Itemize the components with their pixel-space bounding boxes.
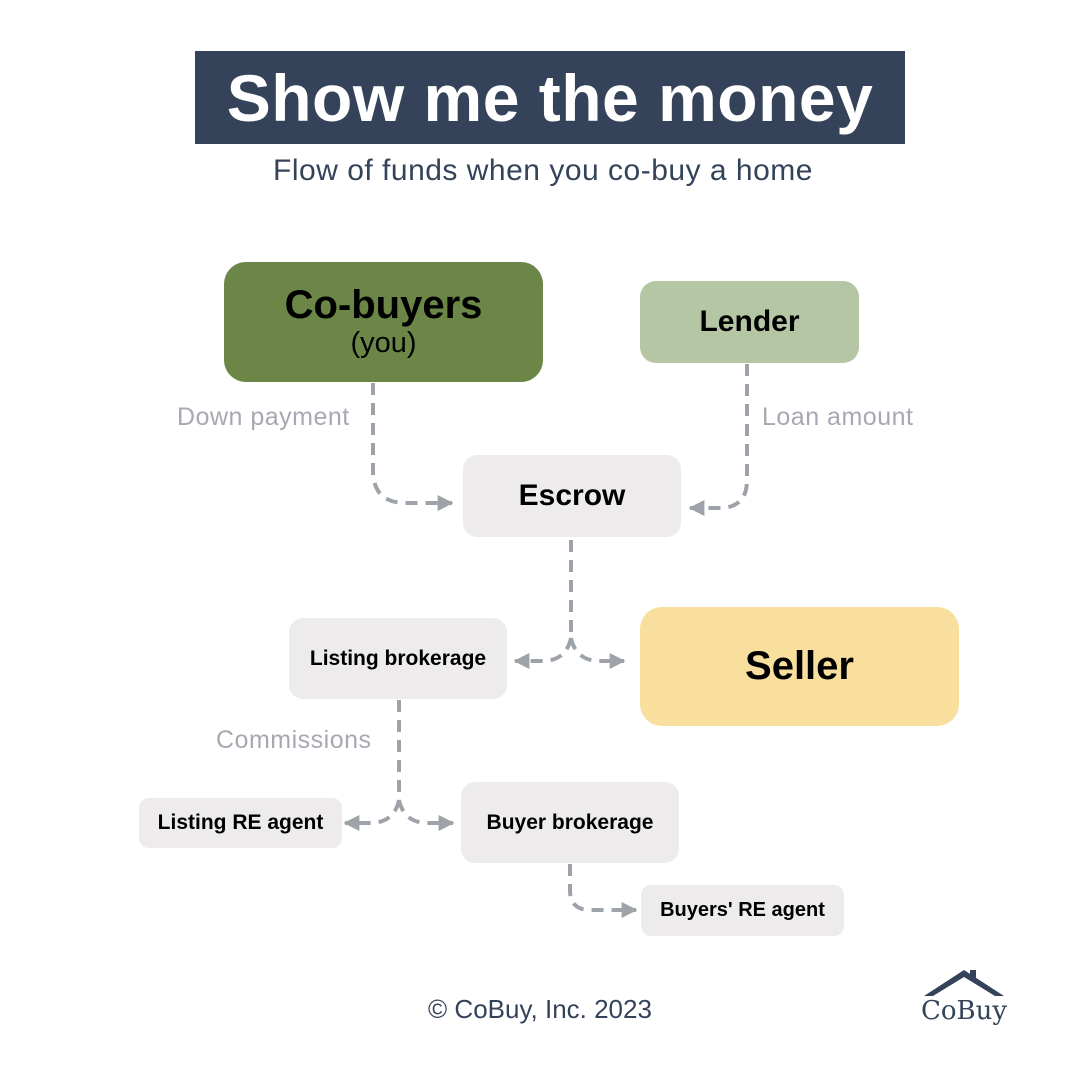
escrow-node: Escrow [463, 455, 681, 537]
buyer-brokerage-node: Buyer brokerage [461, 782, 679, 863]
arrow-lender-to-escrow [688, 364, 749, 516]
cobuyers-sublabel: (you) [350, 327, 417, 359]
lender-node: Lender [640, 281, 859, 363]
listing-agent-node: Listing RE agent [139, 798, 342, 848]
buyers-agent-node: Buyers' RE agent [641, 885, 844, 936]
arrow-escrow-to-listing-brokerage [513, 637, 573, 669]
arrow-cobuyers-to-escrow [371, 383, 454, 511]
cobuy-logo: CoBuy [918, 966, 1010, 1030]
page-subtitle: Flow of funds when you co-buy a home [273, 154, 813, 187]
down-payment-label: Down payment [177, 403, 350, 431]
cobuyers-node: Co-buyers (you) [224, 262, 543, 382]
loan-amount-label: Loan amount [762, 403, 914, 431]
listing-brokerage-node: Listing brokerage [289, 618, 507, 699]
arrow-to-buyers-agent [568, 864, 638, 918]
arrow-escrow-to-seller [569, 637, 626, 669]
cobuyers-label: Co-buyers [284, 283, 483, 327]
seller-node: Seller [640, 607, 959, 726]
arrow-to-buyer-brokerage [397, 799, 455, 831]
commissions-label: Commissions [216, 726, 372, 754]
logo-text: CoBuy [920, 996, 1008, 1026]
page-title: Show me the money [195, 51, 905, 144]
arrow-to-listing-agent [343, 799, 401, 831]
house-roof-icon [924, 970, 1004, 996]
copyright-text: © CoBuy, Inc. 2023 [428, 994, 652, 1024]
